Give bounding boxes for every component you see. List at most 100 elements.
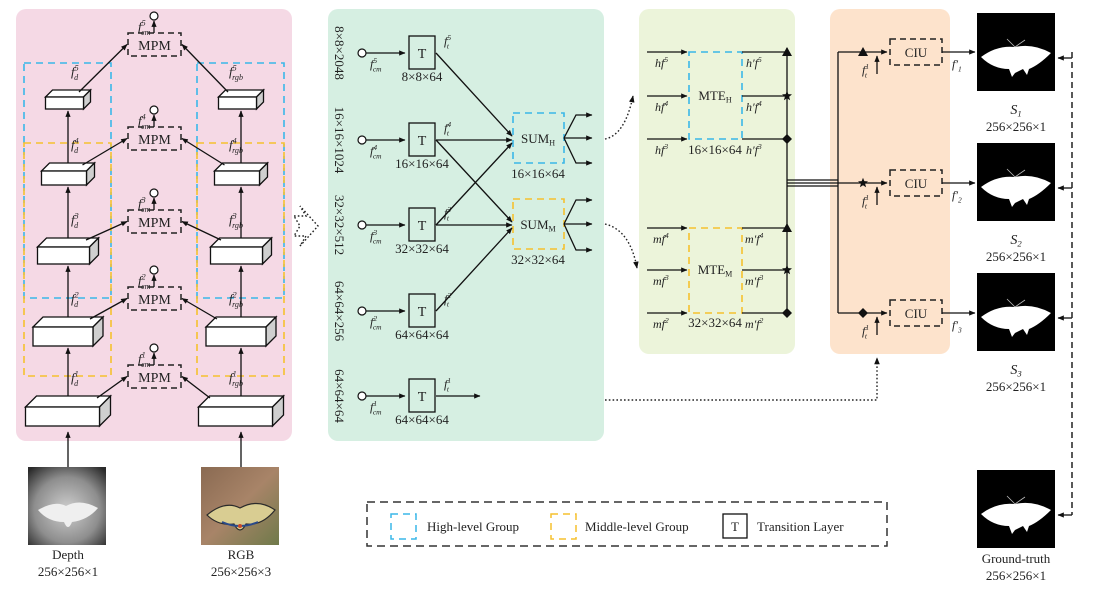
block-front (36, 246, 91, 265)
transition-output-size: 8×8×64 (402, 69, 443, 84)
block-top (35, 237, 101, 248)
butterfly-red-spot (238, 524, 242, 528)
transition-layer-label: T (418, 47, 427, 62)
transition-layer-box (408, 293, 436, 328)
mte-high-label: MTEH (698, 88, 731, 104)
output-node (149, 11, 159, 21)
mpm-box (127, 364, 182, 389)
depth-input-label: Depth (52, 547, 84, 562)
output-size: 256×256×1 (986, 119, 1046, 134)
transition-layer-box (408, 122, 436, 157)
outputs-layer: S1256×256×1S2256×256×1S3256×256×1Ground-… (977, 13, 1073, 583)
ciu-output-label: f′3 (952, 318, 962, 335)
output-size: 256×256×1 (986, 249, 1046, 264)
rgb-encoder-block (208, 236, 274, 266)
mte-high-input-label: hf5 (655, 55, 668, 70)
depth-to-mpm-arrow (89, 297, 128, 320)
transition-output-size: 32×32×64 (395, 241, 449, 256)
depth-encoder-block (39, 161, 97, 187)
antennae (1006, 495, 1026, 505)
output-name: S1 (1010, 103, 1021, 119)
flow-arrow-icon (292, 205, 319, 247)
transition-layer-label: T (418, 134, 427, 149)
output-node (149, 105, 159, 115)
mpm-box (127, 286, 182, 311)
mte-high-output-label: h′f4 (746, 99, 762, 114)
legend-transition-swatch (722, 513, 748, 539)
ciu-output-label: f′1 (952, 57, 962, 74)
rgb-encoder-block (216, 88, 266, 111)
input-dimension-label: 8×8×2048 (332, 26, 347, 80)
depth-to-mpm-arrow (82, 137, 128, 166)
triangle-marker (858, 47, 868, 56)
output-name: S3 (1010, 363, 1022, 379)
ciu-output-label: f′2 (952, 188, 962, 205)
rgb-to-mpm-arrow (181, 44, 229, 93)
mte-panel (639, 9, 795, 354)
saliency-map-output (977, 143, 1055, 221)
sumh-out-bottom (563, 137, 593, 166)
saliency-map-output (977, 13, 1055, 91)
rgb-to-mpm-arrow (181, 375, 211, 399)
antennae (1006, 38, 1026, 48)
mte-middle-input-label: mf2 (653, 316, 669, 331)
mte-high-size: 16×16×64 (688, 142, 742, 157)
legend-high-swatch (390, 513, 417, 540)
output-node (149, 265, 159, 275)
ciu-label: CIU (905, 306, 928, 321)
depth-to-mpm-arrow (96, 375, 128, 399)
f3-to-sumh (435, 142, 513, 226)
depth-encoder-block (35, 236, 101, 266)
transition-layer-label: T (418, 219, 427, 234)
output-node (149, 343, 159, 353)
summ-out-bottom (563, 223, 593, 253)
output-name: S2 (1010, 233, 1022, 249)
transition-layer-label: T (418, 390, 427, 405)
f4-to-summ (435, 139, 513, 223)
depth-to-mpm-arrow (78, 44, 128, 93)
sum-middle-size: 32×32×64 (511, 252, 565, 267)
mte-layer: MTEH16×16×64MTEM32×32×64hf5hf4hf3h′f5h′f… (647, 47, 838, 331)
mpm-box (127, 126, 182, 151)
mte-high-output-label: h′f3 (746, 142, 762, 157)
mpm-label: MPM (138, 133, 171, 148)
f1-to-ciu-connector (605, 357, 880, 401)
sum-high-label: SUMH (521, 131, 555, 147)
depth-to-mpm-arrow (85, 220, 128, 241)
depth-encoder-block (23, 394, 113, 428)
ground-truth-image (977, 470, 1055, 548)
block-top (31, 316, 105, 328)
transition-output-size: 16×16×64 (395, 156, 449, 171)
block-front (40, 170, 88, 186)
input-node (357, 48, 367, 58)
rgb-to-mpm-arrow (181, 297, 218, 320)
ground-truth-label: Ground-truth (982, 551, 1051, 566)
sumh-to-mte-connector (604, 95, 635, 140)
input-node (357, 135, 367, 145)
depth-encoder-block (31, 315, 105, 348)
butterfly-mask (981, 502, 1051, 534)
